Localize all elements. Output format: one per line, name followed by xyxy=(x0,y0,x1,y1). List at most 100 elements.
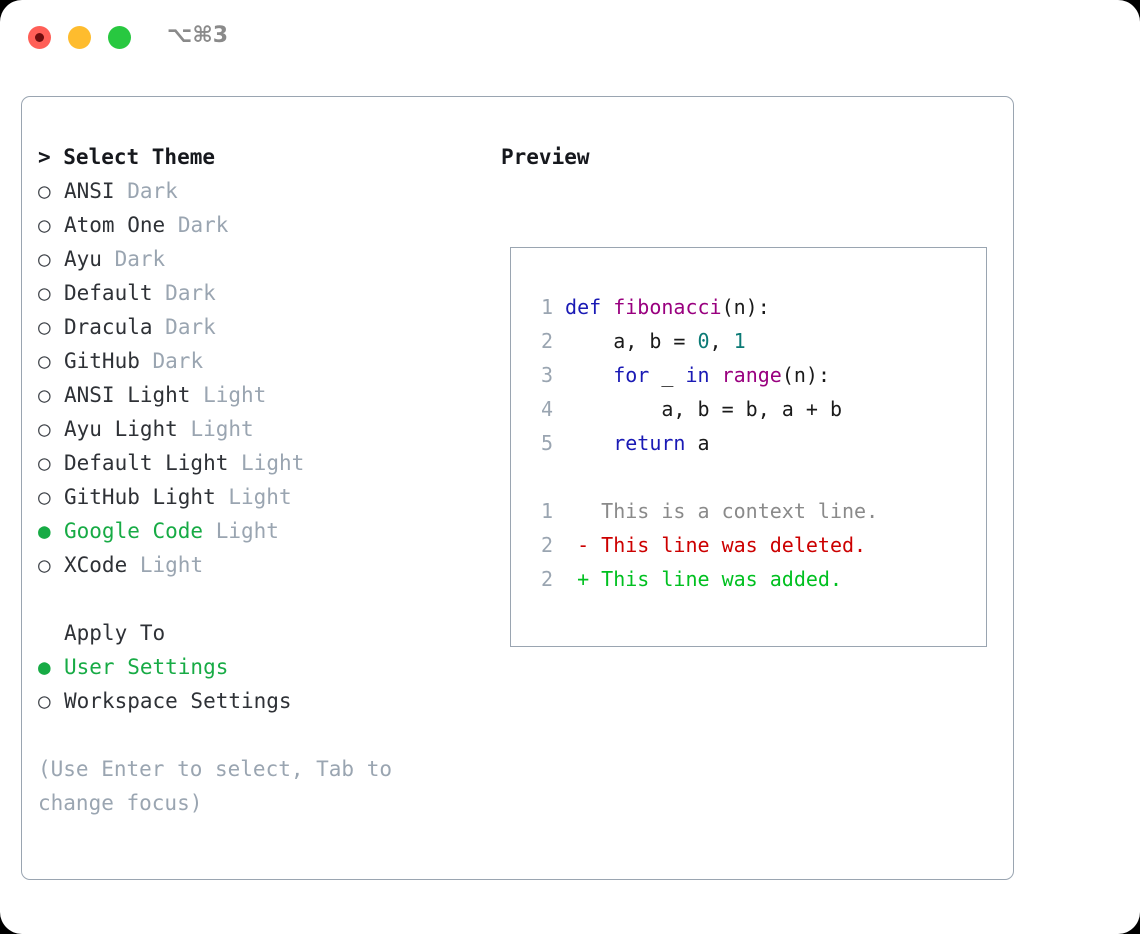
title-bar: ⌥⌘3 xyxy=(0,0,1140,78)
theme-name: GitHub Light xyxy=(64,485,216,509)
diff-text: This line was deleted. xyxy=(601,533,867,557)
code-line: 3 for _ in range(n): xyxy=(529,358,978,392)
line-number: 2 xyxy=(540,567,553,591)
theme-list-item[interactable]: ○XCode Light xyxy=(38,548,488,582)
theme-name: Atom One xyxy=(64,213,166,237)
theme-list-item[interactable]: ○Default Light Light xyxy=(38,446,488,480)
diff-text: This line was added. xyxy=(601,567,842,591)
theme-list-item[interactable]: ●Google Code Light xyxy=(38,514,488,548)
theme-name: Default xyxy=(64,281,153,305)
code-token-kw: def xyxy=(565,295,614,319)
spacer xyxy=(228,451,241,475)
radio-unselected-icon: ○ xyxy=(38,315,51,339)
close-button[interactable] xyxy=(28,26,51,49)
code-token-plain: _ xyxy=(649,363,686,387)
code-token-plain: , xyxy=(709,329,734,353)
preview-title: Preview xyxy=(501,145,590,169)
radio-unselected-icon: ○ xyxy=(38,417,51,441)
theme-list-item[interactable]: ○GitHub Dark xyxy=(38,344,488,378)
gutter-space xyxy=(553,363,565,387)
code-token-punct: (n): xyxy=(781,363,830,387)
spacer xyxy=(529,460,978,494)
gutter-space xyxy=(553,329,565,353)
code-line: 4 a, b = b, a + b xyxy=(529,392,978,426)
code-token-kw: in xyxy=(685,363,710,387)
spacer xyxy=(178,417,191,441)
radio-unselected-icon: ○ xyxy=(38,553,51,577)
spacer xyxy=(165,213,178,237)
theme-list-item[interactable]: ○GitHub Light Light xyxy=(38,480,488,514)
keyboard-hint-text: (Use Enter to select, Tab to change focu… xyxy=(38,757,405,815)
code-token-fn: fibonacci xyxy=(613,295,722,319)
theme-variant-label: Light xyxy=(139,553,204,577)
theme-variant-label: Light xyxy=(215,519,279,543)
theme-list-item[interactable]: ○ Ayu Light Light xyxy=(38,412,488,446)
minimize-button[interactable] xyxy=(68,26,91,49)
theme-list-item[interactable]: ○ANSI Dark xyxy=(38,174,488,208)
theme-name: Google Code xyxy=(64,519,204,543)
code-token-kw: return xyxy=(613,431,686,455)
theme-name: Ayu Light xyxy=(64,417,178,441)
radio-unselected-icon: ○ xyxy=(38,383,51,407)
apply-to-header: Apply To xyxy=(64,621,166,645)
radio-unselected-icon: ○ xyxy=(38,349,51,373)
code-line: 1 def fibonacci(n): xyxy=(529,290,978,324)
theme-name: Dracula xyxy=(64,315,153,339)
radio-unselected-icon: ○ xyxy=(38,213,51,237)
spacer xyxy=(190,383,203,407)
theme-list-item[interactable]: ○ANSI Light Light xyxy=(38,378,488,412)
theme-list-item[interactable]: ○ Ayu Dark xyxy=(38,242,488,276)
radio-unselected-icon: ○ xyxy=(38,247,51,271)
line-number: 1 xyxy=(540,499,553,523)
diff-line-del: 2 - This line was deleted. xyxy=(529,528,978,562)
theme-variant-label: Light xyxy=(190,417,254,441)
theme-variant-label: Dark xyxy=(114,247,166,271)
preview-column: Preview 1 def fibonacci(n):2 a, b = 0, 1… xyxy=(501,140,1001,647)
diff-line-ctx: 1 This is a context line. xyxy=(529,494,978,528)
radio-unselected-icon: ○ xyxy=(38,451,51,475)
theme-variant-label: Light xyxy=(228,485,292,509)
radio-unselected-icon: ○ xyxy=(38,281,51,305)
theme-list-item[interactable]: ○ Atom One Dark xyxy=(38,208,488,242)
gutter-space xyxy=(553,397,565,421)
code-line: 2 a, b = 0, 1 xyxy=(529,324,978,358)
theme-variant-label: Dark xyxy=(127,179,178,203)
theme-variant-label: Dark xyxy=(165,281,216,305)
line-number: 2 xyxy=(540,329,553,353)
code-token-fn: range xyxy=(721,363,782,387)
theme-name: GitHub xyxy=(64,349,140,373)
theme-name: Ayu xyxy=(64,247,102,271)
code-line: 5 return a xyxy=(529,426,978,460)
spacer xyxy=(153,315,166,339)
diff-text: This is a context line. xyxy=(601,499,879,523)
diff-lines: 1 This is a context line.2 - This line w… xyxy=(529,494,978,596)
theme-variant-label: Dark xyxy=(177,213,229,237)
keyboard-shortcut-label: ⌥⌘3 xyxy=(167,23,229,48)
diff-marker: + xyxy=(553,567,602,591)
diff-marker: - xyxy=(553,533,602,557)
spacer xyxy=(115,179,128,203)
theme-list-item[interactable]: ○ Default Dark xyxy=(38,276,488,310)
gutter-space xyxy=(553,295,565,319)
theme-list-item[interactable]: ○Dracula Dark xyxy=(38,310,488,344)
line-number: 3 xyxy=(540,363,553,387)
theme-name: ANSI Light xyxy=(64,383,191,407)
spacer xyxy=(153,281,166,305)
radio-unselected-icon: ○ xyxy=(38,179,51,203)
apply-to-label: User Settings xyxy=(64,655,229,679)
apply-to-item[interactable]: ●User Settings xyxy=(38,650,488,684)
spacer xyxy=(140,349,153,373)
code-token-plain xyxy=(565,363,613,387)
maximize-button[interactable] xyxy=(108,26,131,49)
gutter-space xyxy=(553,431,565,455)
apply-to-item[interactable]: ○Workspace Settings xyxy=(38,684,488,718)
theme-variant-label: Light xyxy=(241,451,305,475)
code-token-kw: for xyxy=(613,363,650,387)
spacer xyxy=(38,718,488,752)
traffic-light-buttons xyxy=(28,26,131,49)
spacer xyxy=(38,582,488,616)
apply-to-list: ●User Settings○Workspace Settings xyxy=(38,650,488,718)
